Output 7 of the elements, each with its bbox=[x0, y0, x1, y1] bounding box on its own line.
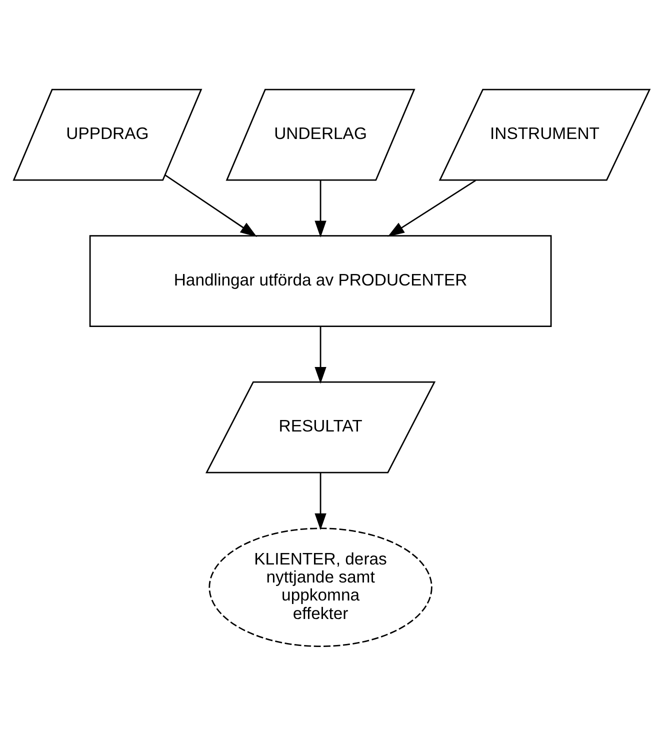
arrow bbox=[314, 180, 326, 237]
arrow bbox=[314, 472, 326, 530]
node-box: Handlingar utförda av PRODUCENTER bbox=[89, 234, 552, 327]
node-ellipse: KLIENTER, deras nyttjande samt uppkomna effekter bbox=[208, 527, 432, 647]
arrow bbox=[388, 179, 476, 236]
arrow bbox=[164, 174, 258, 236]
arrow bbox=[314, 326, 326, 384]
